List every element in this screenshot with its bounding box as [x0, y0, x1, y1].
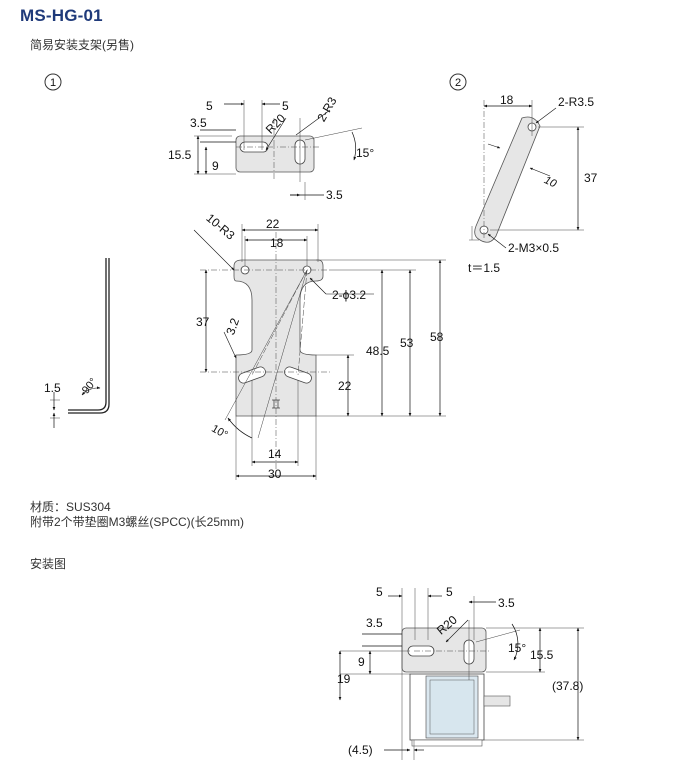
dim-deg10: 10°	[209, 423, 229, 442]
dim-phi32: 2-ϕ3.2	[332, 288, 366, 302]
dim-top-35b: 3.5	[326, 188, 343, 202]
dim-side-90: 90°	[80, 376, 100, 396]
dim-top-155: 15.5	[168, 148, 192, 162]
svg-text:2: 2	[455, 77, 461, 89]
material-line-1: 材质：SUS304	[30, 500, 111, 514]
dim-inst-5a: 5	[376, 585, 383, 599]
svg-text:1: 1	[50, 77, 56, 89]
side-labels: 1.5 90°	[44, 376, 100, 396]
material-line-2: 附带2个带垫圈M3螺丝(SPCC)(长25mm)	[30, 515, 245, 529]
dim-v2-18: 18	[500, 93, 514, 107]
dim-top-deg15: 15°	[356, 146, 374, 160]
dim-37: 37	[196, 315, 210, 329]
dim-18: 18	[270, 236, 284, 250]
dim-30: 30	[268, 467, 282, 481]
dim-inst-378: (37.8)	[552, 679, 583, 693]
view2-bar	[469, 100, 584, 249]
dim-53: 53	[400, 336, 414, 350]
dim-32: 3.2	[223, 316, 242, 337]
dim-inst-9: 9	[358, 655, 365, 669]
dim-inst-35a: 3.5	[366, 616, 383, 630]
dim-inst-19: 19	[337, 672, 351, 686]
dim-inst-155: 15.5	[530, 648, 554, 662]
dim-14: 14	[268, 447, 282, 461]
dim-22: 22	[266, 217, 280, 231]
subtitle: 简易安装支架(另售)	[30, 38, 134, 52]
dim-inst-deg15: 15°	[508, 641, 526, 655]
dim-485: 48.5	[366, 344, 390, 358]
dim-v2-10: 10	[542, 174, 559, 190]
view2-labels: 18 2-R3.5 37 10 2-M3×0.5 t＝1.5	[468, 93, 598, 275]
dim-v2-37: 37	[584, 171, 598, 185]
dim-v2-m3: 2-M3×0.5	[508, 241, 559, 255]
dim-top-5a: 5	[206, 99, 213, 113]
model-title: MS-HG-01	[20, 6, 103, 25]
dim-inst-45: (4.5)	[348, 743, 373, 757]
install-title: 安装图	[30, 557, 67, 571]
dim-v2-r35: 2-R3.5	[558, 95, 594, 109]
dim-top-r3: 2-R3	[314, 94, 339, 124]
dim-top-r20: R20	[263, 111, 289, 137]
view-2-marker: 2	[449, 73, 467, 91]
dim-top-5b: 5	[282, 99, 289, 113]
dim-r3x10: 10-R3	[203, 211, 237, 243]
dim-inst-35b: 3.5	[498, 596, 515, 610]
material-spec: 材质：SUS304 附带2个带垫圈M3螺丝(SPCC)(长25mm)	[30, 500, 244, 530]
dim-side-15: 1.5	[44, 381, 61, 395]
view1-top-plate	[194, 100, 363, 200]
dim-58: 58	[430, 330, 444, 344]
view1-main-labels: 10-R3 22 18 2-ϕ3.2 37 3.2 48.5 53 58 22 …	[196, 211, 444, 481]
dim-top-9: 9	[212, 159, 219, 173]
dim-inst-5b: 5	[446, 585, 453, 599]
view-1-marker: 1	[44, 73, 62, 91]
dim-top-35: 3.5	[190, 116, 207, 130]
install-drawing	[338, 588, 584, 760]
dim-22b: 22	[338, 379, 352, 393]
dim-v2-t: t＝1.5	[468, 261, 500, 275]
side-profile	[50, 258, 110, 428]
view1-main-plate	[193, 224, 446, 480]
